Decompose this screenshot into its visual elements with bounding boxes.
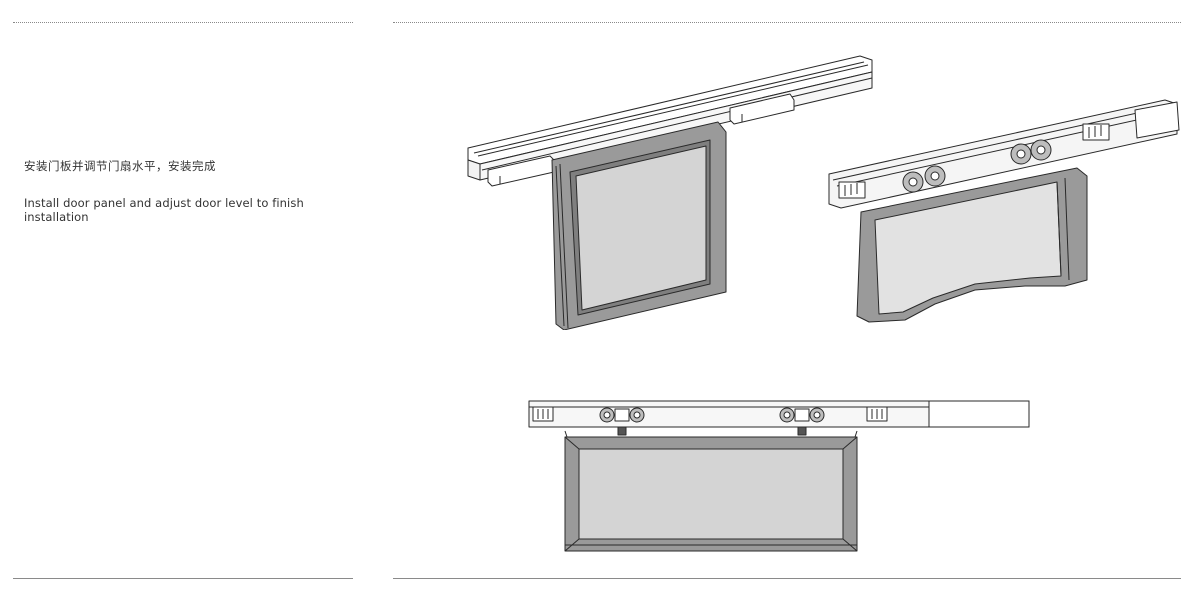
track-with-framed-door-illustration [467, 55, 873, 330]
hanger-bolt [797, 426, 807, 436]
instruction-text: 安装门板并调节门扇水平，安装完成 Install door panel and … [24, 158, 324, 224]
track-groove [836, 111, 1174, 187]
door-glass [575, 145, 707, 311]
door-panel-surface [874, 181, 1062, 315]
rail-groove [477, 64, 869, 157]
rail-groove [481, 77, 873, 171]
door-edge [559, 163, 569, 329]
rail-groove [473, 61, 865, 154]
door-edge [555, 165, 565, 327]
door-panel-edge [1064, 177, 1070, 281]
instruction-en: Install door panel and adjust door level… [24, 196, 304, 224]
roller-housing [794, 408, 810, 422]
front-view-track-door-illustration [528, 400, 1030, 552]
track-groove [832, 105, 1170, 181]
hanger-bolt [617, 426, 627, 436]
guide-pin [854, 430, 858, 438]
bottom-divider-right [393, 578, 1181, 579]
guide-pin [564, 430, 568, 438]
track-end-cap [1134, 101, 1180, 139]
door-panel-edge [1056, 181, 1062, 277]
top-divider-right [393, 22, 1181, 23]
top-divider-left [13, 22, 353, 23]
end-stop-left [838, 181, 866, 199]
roller-housing [614, 408, 630, 422]
bottom-divider-left [13, 578, 353, 579]
roller-hub [1016, 149, 1026, 159]
roller-hub [908, 177, 918, 187]
track-with-rollers-door-illustration [828, 99, 1180, 323]
track-end-cap [928, 400, 1030, 428]
door-glass [578, 448, 844, 540]
instruction-zh: 安装门板并调节门扇水平，安装完成 [24, 159, 216, 173]
roller-hub [1036, 145, 1046, 155]
roller-hub [930, 171, 940, 181]
bracket-right [729, 93, 795, 125]
rail-end [467, 159, 481, 181]
end-stop-right [1082, 123, 1110, 141]
